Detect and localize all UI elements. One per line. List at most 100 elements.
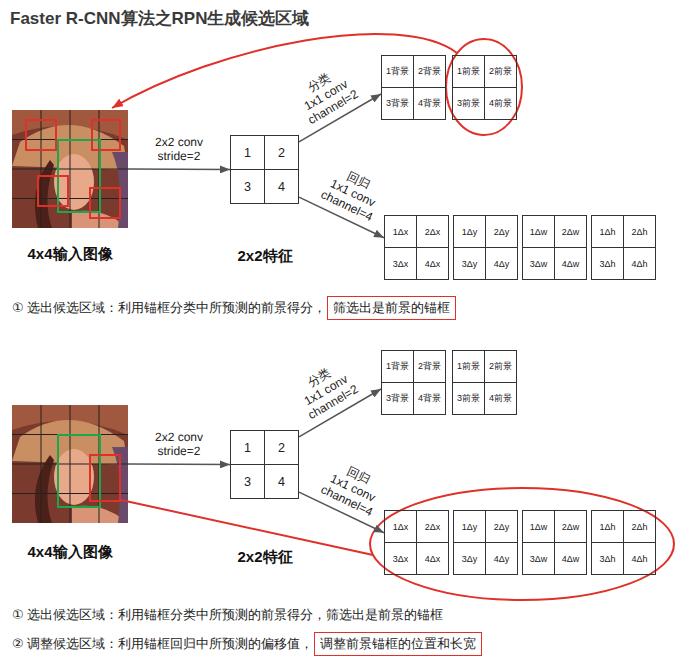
grid-cell: 2背景 xyxy=(414,56,446,88)
note-row: ② 调整候选区域：利用锚框回归中所预测的偏移值，调整前景锚框的位置和长宽 xyxy=(12,632,482,656)
grid-cell: 4Δx xyxy=(417,543,449,575)
anchor-box xyxy=(92,120,120,150)
grid-cell: 2 xyxy=(265,431,299,465)
grid-cell: 3前景 xyxy=(453,88,485,120)
edge-label-group: 分类1x1 conv channel=2 xyxy=(288,60,364,129)
node-caption: 2x2特征 xyxy=(237,247,292,266)
feature-grid: 1Δw2Δw3Δw4Δw xyxy=(522,510,587,575)
grid-cell: 3Δh xyxy=(592,543,624,575)
grid-cell: 1背景 xyxy=(382,56,414,88)
highlight-ellipse xyxy=(446,39,522,135)
grid-cell: 4Δx xyxy=(417,248,449,280)
grid-cell: 3Δh xyxy=(592,248,624,280)
note-row: ① 选出候选区域：利用锚框分类中所预测的前景得分，筛选出是前景的锚框 xyxy=(12,606,443,624)
grid-cell: 3背景 xyxy=(382,88,414,120)
anchor-box xyxy=(90,188,120,218)
grid-cell: 3前景 xyxy=(453,383,485,415)
highlight-arrow xyxy=(112,34,457,108)
note-text: ① 选出候选区域：利用锚框分类中所预测的前景得分， xyxy=(12,299,326,317)
grid-cell: 4前景 xyxy=(485,88,517,120)
grid-cell: 2前景 xyxy=(485,56,517,88)
grid-cell: 3背景 xyxy=(382,383,414,415)
edge-label-group: 分类1x1 conv channel=2 xyxy=(288,355,364,424)
edge-label-group: 2x2 conv stride=2 xyxy=(147,135,211,163)
feature-grid: 12342x2特征 xyxy=(230,430,299,499)
image-grid xyxy=(12,110,128,228)
grid-cell: 4Δw xyxy=(555,248,587,280)
image-face xyxy=(54,449,94,505)
feature-grid: 1前景2前景3前景4前景 xyxy=(452,350,517,415)
image-frame: 4x4输入图像 xyxy=(12,405,128,523)
connector-arrow xyxy=(128,463,230,465)
edge-label-group: 回归1x1 conv channel=4 xyxy=(315,160,391,226)
grid-cell: 3Δw xyxy=(523,248,555,280)
grid-cell: 2背景 xyxy=(414,351,446,383)
feature-grid: 12342x2特征 xyxy=(230,135,299,204)
edge-label: 2x2 conv stride=2 xyxy=(147,430,211,458)
grid-cell: 1Δh xyxy=(592,216,624,248)
highlighted-note: 调整前景锚框的位置和长宽 xyxy=(314,632,482,656)
grid-cell: 2Δw xyxy=(555,216,587,248)
green-box xyxy=(58,435,100,507)
grid-cell: 3Δy xyxy=(454,248,486,280)
grid-cell: 4 xyxy=(265,170,299,204)
image-grid xyxy=(12,405,128,523)
grid-cell: 1 xyxy=(231,136,265,170)
connector-arrow xyxy=(128,168,230,170)
title: Faster R-CNN算法之RPN生成候选区域 xyxy=(10,7,309,30)
feature-grid: 1Δx2Δx3Δx4Δx xyxy=(384,510,449,575)
feature-grid: 1背景2背景3背景4背景 xyxy=(381,55,446,120)
note-text: ① 选出候选区域：利用锚框分类中所预测的前景得分，筛选出是前景的锚框 xyxy=(12,606,443,624)
grid-cell: 2Δh xyxy=(624,216,656,248)
grid-cell: 3Δw xyxy=(523,543,555,575)
grid-cell: 1Δw xyxy=(523,216,555,248)
grid-cell: 4 xyxy=(265,465,299,499)
note-text: ② 调整候选区域：利用锚框回归中所预测的偏移值， xyxy=(12,635,313,653)
grid-cell: 1前景 xyxy=(453,351,485,383)
grid-cell: 1Δx xyxy=(385,511,417,543)
grid-cell: 4Δy xyxy=(486,543,518,575)
grid-cell: 3 xyxy=(231,170,265,204)
grid-cell: 1前景 xyxy=(453,56,485,88)
input-image xyxy=(12,110,128,228)
node-caption: 4x4输入图像 xyxy=(27,245,112,264)
grid-cell: 3Δx xyxy=(385,543,417,575)
feature-grid: 1Δx2Δx3Δx4Δx xyxy=(384,215,449,280)
edge-label-group: 回归1x1 conv channel=4 xyxy=(315,455,391,521)
grid-cell: 4Δw xyxy=(555,543,587,575)
grid-cell: 1背景 xyxy=(382,351,414,383)
image-face xyxy=(54,154,94,210)
highlighted-note: 筛选出是前景的锚框 xyxy=(327,296,456,320)
grid-cell: 1 xyxy=(231,431,265,465)
feature-grid: 1前景2前景3前景4前景 xyxy=(452,55,517,120)
edge-label-group: 2x2 conv stride=2 xyxy=(147,430,211,458)
highlight-ellipse xyxy=(370,488,674,600)
grid-cell: 3Δx xyxy=(385,248,417,280)
grid-cell: 2Δy xyxy=(486,216,518,248)
grid-cell: 2Δy xyxy=(486,511,518,543)
feature-grid: 1Δh2Δh3Δh4Δh xyxy=(591,215,656,280)
grid-cell: 2Δw xyxy=(555,511,587,543)
image-ground xyxy=(12,110,128,228)
grid-cell: 4Δh xyxy=(624,248,656,280)
anchor-box xyxy=(38,176,68,206)
grid-cell: 2Δh xyxy=(624,511,656,543)
feature-grid: 1Δh2Δh3Δh4Δh xyxy=(591,510,656,575)
feature-grid: 1Δw2Δw3Δw4Δw xyxy=(522,215,587,280)
grid-cell: 3 xyxy=(231,465,265,499)
grid-cell: 4Δh xyxy=(624,543,656,575)
edge-label: 2x2 conv stride=2 xyxy=(147,135,211,163)
grid-cell: 1Δy xyxy=(454,216,486,248)
feature-grid: 1背景2背景3背景4背景 xyxy=(381,350,446,415)
image-ground xyxy=(12,405,128,523)
image-frame: 4x4输入图像 xyxy=(12,110,128,228)
grid-cell: 2Δx xyxy=(417,216,449,248)
node-caption: 4x4输入图像 xyxy=(27,543,112,562)
feature-grid: 1Δy2Δy3Δy4Δy xyxy=(453,510,518,575)
anchor-box xyxy=(90,455,120,501)
grid-cell: 2前景 xyxy=(485,351,517,383)
feature-grid: 1Δy2Δy3Δy4Δy xyxy=(453,215,518,280)
grid-cell: 2 xyxy=(265,136,299,170)
grid-cell: 4Δy xyxy=(486,248,518,280)
